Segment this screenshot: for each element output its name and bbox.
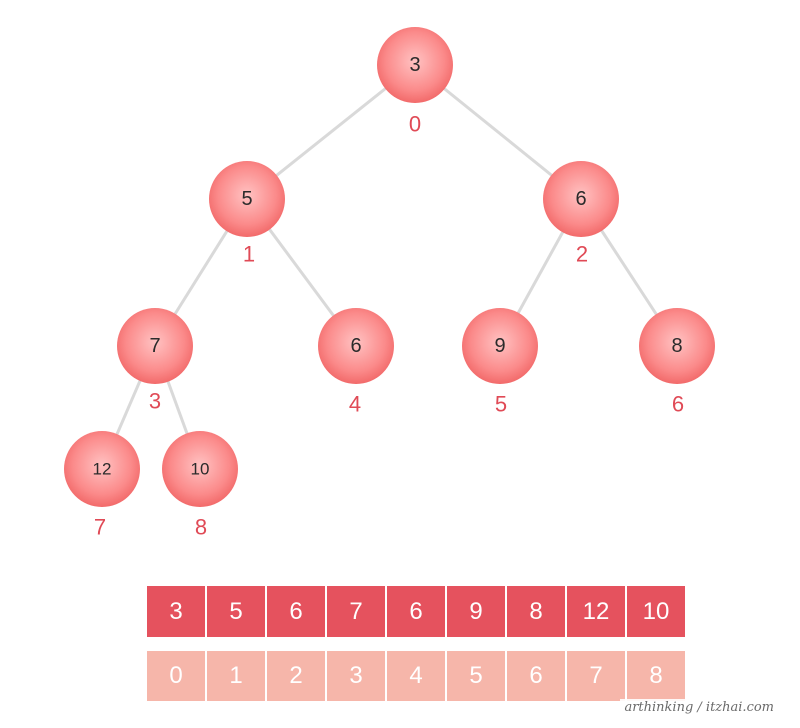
tree-node: 86	[639, 308, 715, 417]
node-circle	[162, 431, 238, 507]
array-value-cell: 12	[567, 586, 625, 637]
watermark: arthinking / itzhai.com	[620, 699, 778, 716]
node-index-label: 1	[243, 242, 255, 267]
array-index-cell: 7	[567, 651, 625, 701]
tree-node: 30	[377, 27, 453, 137]
array-index-cell: 0	[147, 651, 205, 701]
node-value: 9	[494, 335, 505, 357]
node-circle	[639, 308, 715, 384]
tree-node: 51	[209, 161, 285, 267]
tree-node: 12 7	[64, 431, 140, 540]
node-value: 6	[350, 335, 361, 357]
node-circle	[209, 161, 285, 237]
array-index-cell: 3	[327, 651, 385, 701]
array-value-cell: 9	[447, 586, 505, 637]
node-circle	[117, 308, 193, 384]
node-circle	[377, 27, 453, 103]
node-index-label: 6	[672, 392, 684, 417]
array-index-cell: 2	[267, 651, 325, 701]
node-value: 7	[149, 335, 160, 357]
tree-node: 95	[462, 308, 538, 417]
node-circle	[318, 308, 394, 384]
node-value: 6	[575, 188, 586, 210]
node-value: 8	[671, 335, 682, 357]
array-index-cell: 1	[207, 651, 265, 701]
node-circle	[462, 308, 538, 384]
tree-edges	[100, 63, 679, 470]
node-value: 5	[241, 188, 252, 210]
tree-node: 62	[543, 161, 619, 267]
node-circle	[64, 431, 140, 507]
node-index-label: 2	[576, 242, 588, 267]
array-value-cell: 3	[147, 586, 205, 637]
node-index-label: 5	[495, 392, 507, 417]
node-index-label: 4	[349, 392, 361, 417]
node-circle	[543, 161, 619, 237]
node-index-label: 3	[149, 389, 161, 414]
array-value-cell: 6	[387, 586, 445, 637]
array-index-cell: 6	[507, 651, 565, 701]
tree-node: 10 8	[162, 431, 238, 540]
node-index-label: 8	[195, 515, 207, 540]
node-value: 10	[191, 460, 210, 479]
array-value-cell: 7	[327, 586, 385, 637]
array-index-cell: 8	[627, 651, 685, 701]
node-value: 3	[409, 54, 420, 76]
array-value-cell: 6	[267, 586, 325, 637]
array-value-cell: 10	[627, 586, 685, 637]
array-index-cell: 4	[387, 651, 445, 701]
tree-node: 73	[117, 308, 193, 414]
array-value-cell: 8	[507, 586, 565, 637]
node-index-label: 7	[94, 515, 106, 540]
tree-node: 64	[318, 308, 394, 417]
node-value: 12	[93, 460, 112, 479]
node-index-label: 0	[409, 112, 421, 137]
array-index-cell: 5	[447, 651, 505, 701]
array-value-cell: 5	[207, 586, 265, 637]
